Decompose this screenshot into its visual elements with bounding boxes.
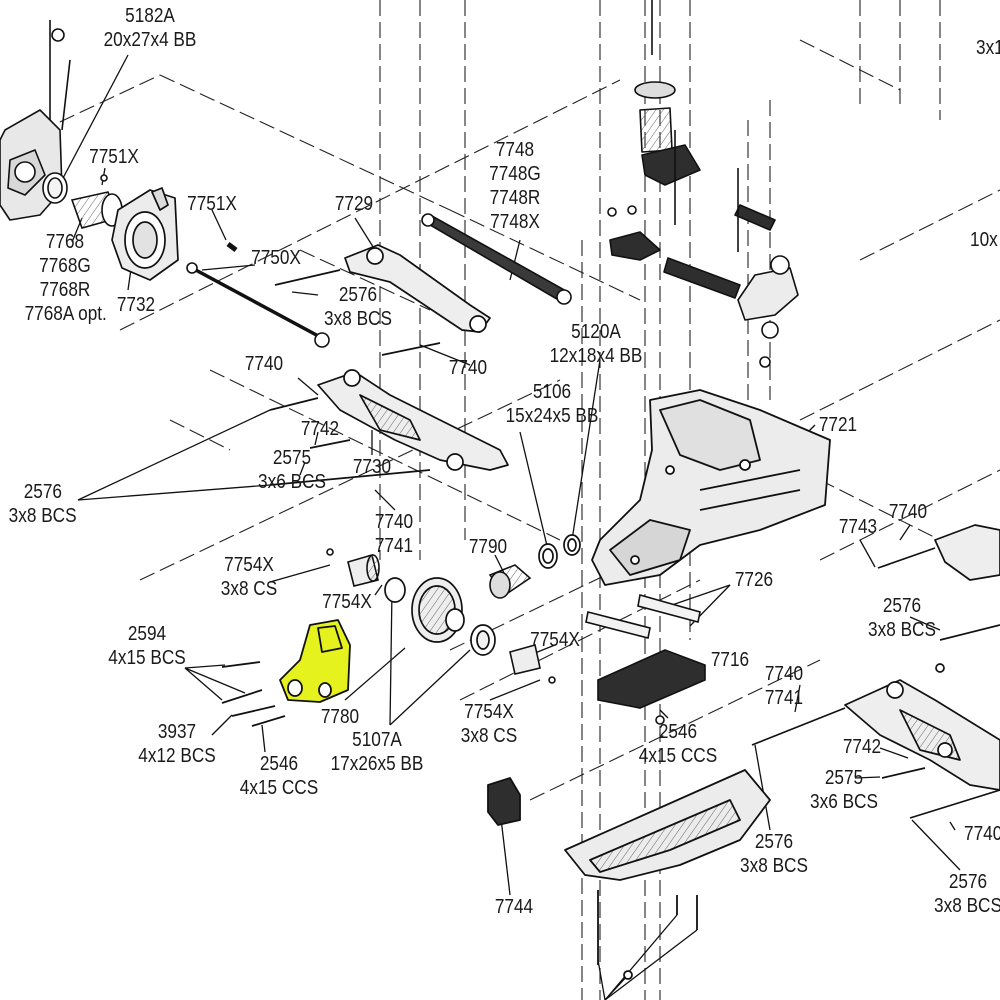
callout-7740: 7740 [448, 357, 488, 379]
callout-7729: 7729 [334, 193, 374, 215]
right-arms [751, 524, 1000, 819]
gear-mount-7780 [221, 619, 351, 727]
callout-7754X: 7754X [322, 591, 372, 613]
callout-7768: 7768 7768G 7768R 7768A opt. [24, 231, 107, 325]
callout-3x1: 3x1 [976, 37, 1000, 59]
callout-7740: 7740 [888, 501, 928, 523]
callout-7740: 7740 [244, 353, 284, 375]
callout-2594: 2594 4x15 BCS [108, 623, 186, 669]
input-gear-7790 [488, 564, 532, 599]
callout-7726: 7726 [734, 569, 774, 591]
callout-7721: 7721 [818, 414, 858, 436]
callout-7730: 7730 [352, 456, 392, 478]
callout-7754X: 7754X 3x8 CS [220, 554, 278, 600]
callout-2576: 2576 3x8 BCS [8, 481, 77, 527]
callout-2546: 2546 4x15 CCS [239, 753, 319, 799]
link-7750X [186, 262, 330, 348]
callout-2576: 2576 3x8 BCS [868, 595, 936, 641]
callout-7732: 7732 [116, 294, 156, 316]
callout-7742: 7742 [842, 736, 882, 758]
callout-7754X: 7754X 3x8 CS [460, 701, 518, 747]
callout-10x: 10x [970, 229, 998, 251]
callout-7742: 7742 [300, 418, 340, 440]
chassis-7721 [591, 389, 831, 586]
callout-2575: 2575 3x6 BCS [258, 447, 326, 493]
callout-7743: 7743 [838, 516, 878, 538]
callout-2576: 2576 3x8 BCS [740, 831, 808, 877]
callout-7750X: 7750X [251, 247, 301, 269]
callout-5107A: 5107A 17x26x5 BB [330, 729, 424, 775]
callout-3937: 3937 4x12 BCS [138, 721, 216, 767]
callout-2576: 2576 3x8 BCS [324, 284, 392, 330]
lower-arm-7730 [269, 369, 509, 486]
differential-5107A [384, 577, 496, 656]
toe-link-7748 [421, 213, 572, 305]
callout-5106: 5106 15x24x5 BB [505, 381, 599, 427]
callout-7740-7741: 7740 7741 [374, 511, 414, 557]
callout-5182A: 5182A 20x27x4 BB [103, 5, 197, 51]
callout-2546: 2546 4x15 CCS [638, 721, 718, 767]
bearings-5106-5120A [538, 534, 581, 569]
bellcrank-assembly [607, 0, 799, 368]
callout-7740: 7740 [964, 823, 1000, 845]
callout-7751X: 7751X [187, 193, 237, 215]
skid-plate-7744 [487, 769, 771, 980]
callout-7790: 7790 [468, 536, 508, 558]
upper-arm-7729 [274, 244, 491, 356]
callout-7740-7741: 7740 7741 [764, 663, 804, 709]
rear-hub-carrier [0, 20, 71, 221]
callout-5120A: 5120A 12x18x4 BB [549, 321, 643, 367]
callout-7748: 7748 7748G 7748R 7748X [489, 139, 541, 233]
callout-7751X: 7751X [89, 146, 139, 168]
output-cups-7754X [326, 548, 556, 684]
callout-7780: 7780 [320, 706, 360, 728]
leader-lines [61, 54, 961, 1000]
callout-7716: 7716 [710, 649, 750, 671]
callout-2576: 2576 3x8 BCS [934, 871, 1000, 917]
callout-7744: 7744 [494, 896, 534, 918]
plates-7726-7716 [585, 593, 706, 725]
carrier-7732 [111, 187, 238, 281]
callout-2575: 2575 3x6 BCS [810, 767, 878, 813]
axle-7768 [70, 174, 123, 229]
callout-7754X: 7754X [530, 629, 580, 651]
